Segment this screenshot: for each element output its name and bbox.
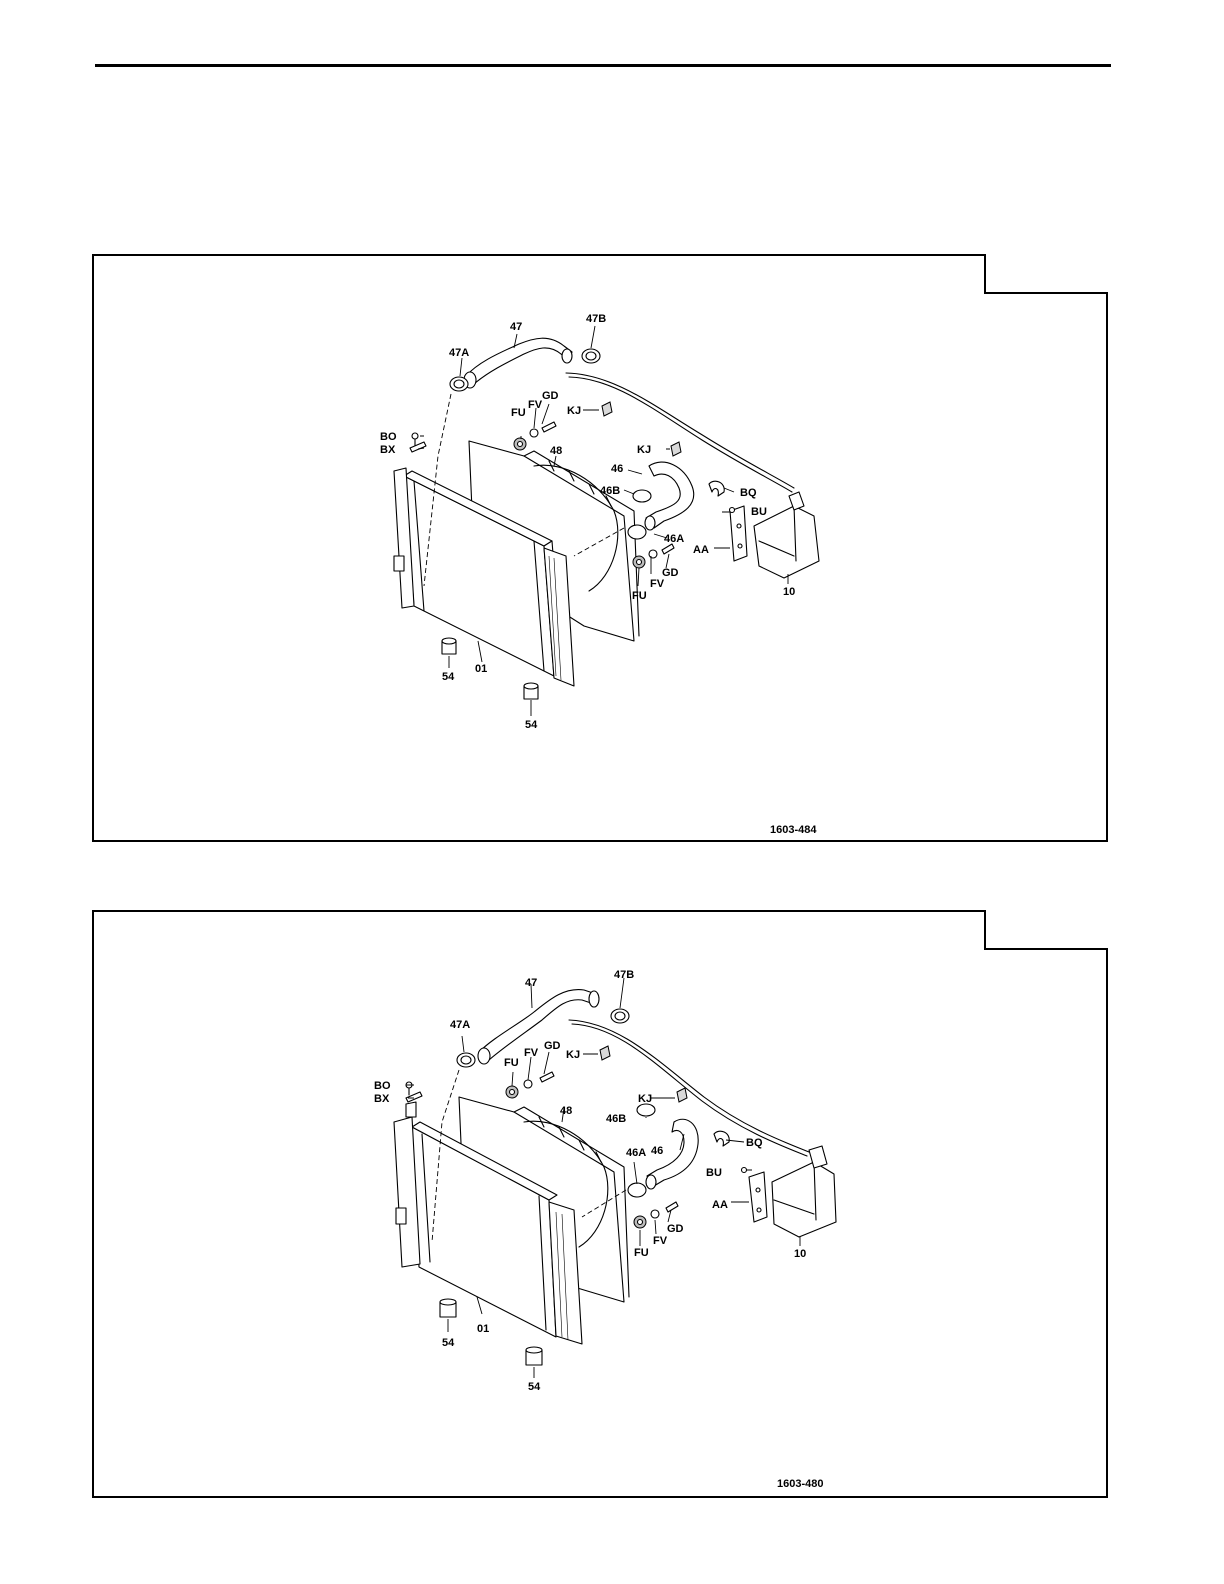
clip-kj-2 (671, 442, 681, 456)
figure-code: 1603-480 (777, 1478, 824, 1490)
nut-fu-2 (634, 1216, 646, 1228)
bracket-bx (410, 442, 426, 452)
label-01: 01 (475, 663, 487, 675)
label-aa: AA (693, 544, 709, 556)
label-54-a: 54 (442, 671, 455, 683)
figure-code: 1603-484 (770, 824, 817, 836)
upper-hose-47 (478, 990, 599, 1064)
label-fu: FU (511, 407, 526, 419)
label-47a: 47A (450, 1019, 470, 1031)
washer-fv-2 (651, 1210, 659, 1218)
label-46a: 46A (664, 533, 684, 545)
label-54-b: 54 (528, 1381, 541, 1393)
label-46b: 46B (606, 1113, 626, 1125)
label-bo: BO (374, 1080, 391, 1092)
label-kj: KJ (566, 1049, 580, 1061)
diagram-panel-1: 47 47B 47A GD FV FU KJ BO BX 48 KJ 46 46… (92, 254, 1108, 842)
lower-hose-46 (645, 462, 694, 530)
label-fv: FV (524, 1047, 539, 1059)
label-47b: 47B (614, 969, 634, 981)
label-kj-2: KJ (638, 1093, 652, 1105)
clamp-46a (628, 1183, 646, 1197)
coolant-reservoir-10 (772, 1146, 836, 1237)
label-bu: BU (751, 506, 767, 518)
label-54-a: 54 (442, 1337, 455, 1349)
header-rule (95, 64, 1111, 67)
label-bq: BQ (746, 1137, 763, 1149)
label-aa: AA (712, 1199, 728, 1211)
clamp-47b (582, 349, 600, 363)
label-46a: 46A (626, 1147, 646, 1159)
label-46b: 46B (600, 485, 620, 497)
label-fv: FV (528, 399, 543, 411)
bracket-aa (730, 506, 747, 561)
bolt-gd (542, 422, 556, 432)
bolt-gd (540, 1072, 554, 1082)
washer-fv-2 (649, 550, 657, 558)
label-bx: BX (374, 1093, 390, 1105)
washer-fv (524, 1080, 532, 1088)
label-48: 48 (560, 1105, 572, 1117)
label-10: 10 (794, 1248, 806, 1260)
exploded-view-radiator-1: 47 47B 47A GD FV FU KJ BO BX 48 KJ 46 46… (94, 256, 1110, 844)
clip-kj-2 (677, 1088, 687, 1102)
clamp-46b (633, 490, 651, 502)
clamp-47a (450, 377, 468, 391)
label-47: 47 (525, 977, 537, 989)
bolt-gd-2 (662, 544, 674, 554)
label-46: 46 (611, 463, 623, 475)
clamp-46a (628, 525, 646, 539)
clip-kj (602, 402, 612, 416)
label-kj-2: KJ (637, 444, 651, 456)
screw-bo (412, 433, 418, 446)
label-01: 01 (477, 1323, 489, 1335)
screw-bo (406, 1082, 412, 1095)
exploded-view-radiator-2: 47 47B 47A GD FV FU KJ BO BX 48 KJ 46B B… (94, 912, 1110, 1500)
mount-54-b (526, 1347, 542, 1365)
bolt-bu (742, 1168, 747, 1173)
washer-fv (530, 429, 538, 437)
label-fu-2: FU (634, 1247, 649, 1259)
nut-fu-2 (633, 556, 645, 568)
nut-fu (506, 1086, 518, 1098)
label-bu: BU (706, 1167, 722, 1179)
label-48: 48 (550, 445, 562, 457)
label-10: 10 (783, 586, 795, 598)
label-bq: BQ (740, 487, 757, 499)
label-kj: KJ (567, 405, 581, 417)
upper-hose-47 (464, 338, 572, 388)
label-47b: 47B (586, 313, 606, 325)
coolant-reservoir-10 (754, 492, 819, 578)
nut-fu (514, 438, 526, 450)
bolt-bu (730, 508, 735, 513)
label-gd: GD (544, 1040, 561, 1052)
clamp-47b (611, 1009, 629, 1023)
mount-54-a (442, 638, 456, 654)
clip-kj (600, 1046, 610, 1060)
label-fu-2: FU (632, 590, 647, 602)
label-54-b: 54 (525, 719, 538, 731)
label-fu: FU (504, 1057, 519, 1069)
clip-bq (709, 481, 724, 496)
clamp-47a (457, 1053, 475, 1067)
label-bx: BX (380, 444, 396, 456)
mount-54-b (524, 683, 538, 699)
label-gd-2: GD (667, 1223, 684, 1235)
clip-bq (714, 1131, 729, 1146)
label-47a: 47A (449, 347, 469, 359)
label-fv-2: FV (650, 578, 665, 590)
label-gd-2: GD (662, 567, 679, 579)
clamp-46b (637, 1104, 655, 1116)
label-gd: GD (542, 390, 559, 402)
label-46: 46 (651, 1145, 663, 1157)
bracket-aa (749, 1172, 767, 1222)
bracket-bx (406, 1092, 422, 1117)
label-fv-2: FV (653, 1235, 668, 1247)
label-47: 47 (510, 321, 522, 333)
bolt-gd-2 (666, 1202, 678, 1212)
mount-54-a (440, 1299, 456, 1317)
diagram-panel-2: 47 47B 47A GD FV FU KJ BO BX 48 KJ 46B B… (92, 910, 1108, 1498)
label-bo: BO (380, 431, 397, 443)
